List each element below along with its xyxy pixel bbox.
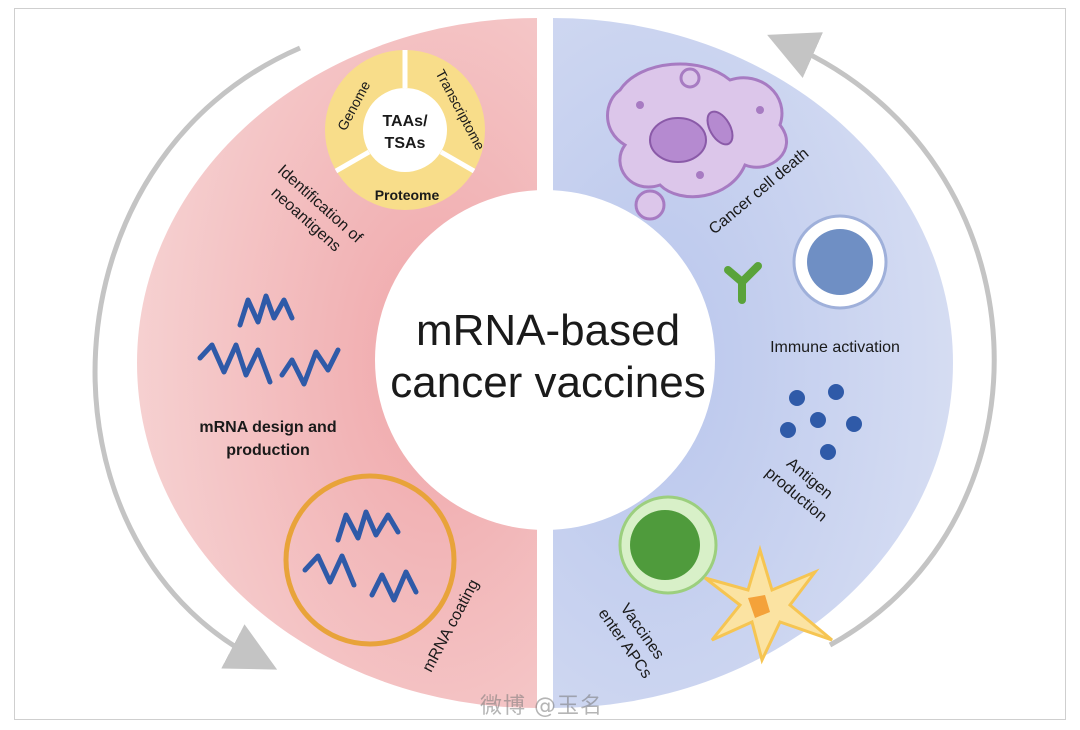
- left-cycle-arrow: [92, 45, 301, 670]
- center-circle: [375, 190, 715, 530]
- wheel-center-line2: TSAs: [385, 135, 426, 152]
- wheel-center-line1: TAAs/: [382, 113, 428, 130]
- neoantigen-wheel: TAAs/ TSAs Genome Transcriptome Proteome: [325, 50, 488, 210]
- immune-cell-icon: [792, 214, 888, 310]
- apc-cell-icon: [618, 495, 718, 595]
- watermark: 微博 @玉名: [480, 694, 603, 719]
- mrna-strands-icon: [197, 293, 341, 387]
- lipid-nanoparticle-icon: [283, 473, 457, 647]
- antibody-icon: [724, 262, 762, 304]
- step-immune-activation-label: Immune activation: [770, 339, 900, 356]
- right-cycle-arrow: [767, 32, 997, 648]
- center-title-line2: cancer vaccines: [390, 358, 705, 407]
- step-mrna-design-line1: mRNA design and: [199, 419, 336, 436]
- antigen-dots-icon: [780, 384, 862, 460]
- dendritic-cell-icon: [704, 544, 833, 665]
- step-mrna-design-line2: production: [226, 442, 310, 459]
- wheel-segment-proteome: Proteome: [375, 187, 440, 203]
- cancer-cell-icon: [606, 62, 788, 221]
- center-title-line1: mRNA-based: [416, 306, 680, 355]
